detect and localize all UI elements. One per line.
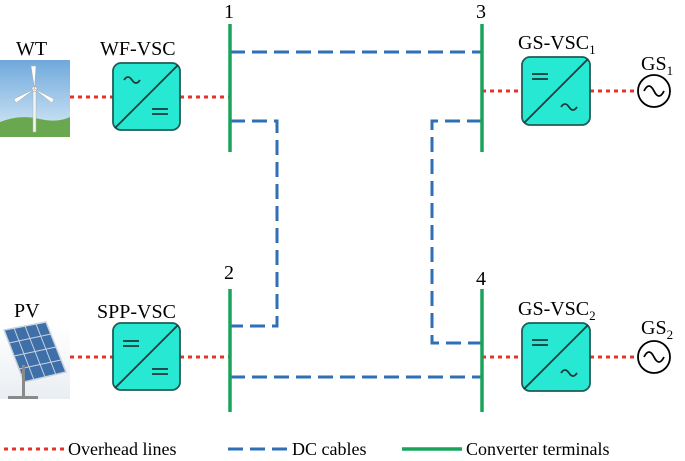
gs-vsc1-box bbox=[521, 56, 591, 126]
bus-4-label: 4 bbox=[476, 268, 486, 290]
wind-turbine-icon bbox=[0, 60, 70, 137]
converter-terminals bbox=[228, 24, 484, 412]
solar-panel-icon bbox=[0, 321, 70, 399]
legend: Overhead lines DC cables Converter termi… bbox=[4, 439, 609, 459]
legend-dc-label: DC cables bbox=[292, 439, 366, 459]
spp-vsc-box bbox=[112, 322, 181, 391]
wf-vsc-box bbox=[112, 62, 181, 131]
gs1-label: GS1 bbox=[641, 53, 673, 78]
gs-vsc2-box bbox=[521, 322, 591, 392]
gs-vsc2-label: GS-VSC2 bbox=[518, 298, 596, 323]
bus-3-label: 3 bbox=[476, 1, 486, 23]
spp-vsc-label: SPP-VSC bbox=[97, 301, 176, 323]
wt-label: WT bbox=[16, 38, 47, 60]
bus-1-label: 1 bbox=[224, 1, 234, 23]
legend-terminals-label: Converter terminals bbox=[466, 439, 609, 459]
gs-vsc1-label: GS-VSC1 bbox=[518, 32, 596, 57]
gs2-label: GS2 bbox=[641, 317, 673, 342]
dc-cable-bus1-bus2 bbox=[230, 119, 279, 328]
bus-2-label: 2 bbox=[224, 262, 234, 284]
dc-cables bbox=[230, 50, 482, 379]
ac-source-icon-gs2 bbox=[637, 340, 671, 374]
wf-vsc-label: WF-VSC bbox=[100, 38, 176, 60]
pv-label: PV bbox=[14, 300, 40, 322]
ac-source-icon-gs1 bbox=[637, 74, 671, 108]
legend-overhead-label: Overhead lines bbox=[68, 439, 176, 459]
overhead-lines bbox=[70, 89, 638, 359]
dc-cable-bus3-bus4 bbox=[430, 119, 482, 345]
